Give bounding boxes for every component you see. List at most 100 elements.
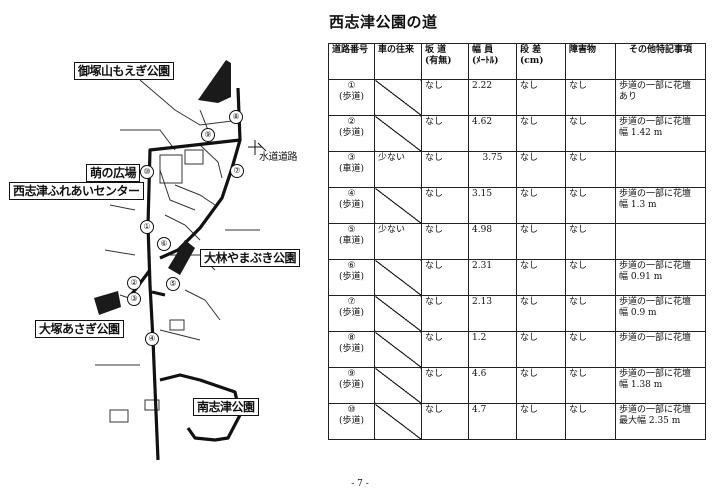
- step-cell: なし: [516, 259, 566, 296]
- map-marker-1: ①: [140, 220, 154, 234]
- obstacle-cell: なし: [565, 151, 616, 188]
- map-marker-5: ⑤: [166, 277, 180, 291]
- obstacle-cell: なし: [565, 367, 616, 404]
- slope-cell: なし: [421, 403, 469, 440]
- width-cell: 2.31: [468, 259, 517, 296]
- table-row: ⑩(歩道) なし 4.7 なし なし 歩道の一部に花壇最大幅 2.35 m: [328, 403, 706, 440]
- page-number: - 7 -: [351, 479, 369, 489]
- header-road-no: 道路番号: [328, 43, 375, 80]
- notes-cell: 歩道の一部に花壇幅 0.9 m: [615, 295, 706, 332]
- width-cell: 4.98: [468, 223, 517, 260]
- slope-cell: なし: [421, 151, 469, 188]
- traffic-cell: [374, 295, 422, 332]
- road-no-cell: ⑨(歩道): [328, 367, 375, 404]
- step-cell: なし: [516, 223, 566, 260]
- obstacle-cell: なし: [565, 259, 616, 296]
- table-row: ①(歩道) なし 2.22 なし なし 歩道の一部に花壇あり: [328, 79, 706, 116]
- traffic-cell: [374, 259, 422, 296]
- map-label-obayashi-yamabuki-park: 大林やまぶき公園: [200, 249, 301, 267]
- map-label-suido-road: 水道道路: [259, 152, 298, 163]
- road-no-cell: ⑩(歩道): [328, 403, 375, 440]
- map-label-moe-hiroba: 萌の広場: [86, 164, 141, 182]
- slope-cell: なし: [421, 223, 469, 260]
- traffic-cell: [374, 115, 422, 152]
- notes-cell: 歩道の一部に花壇幅 1.38 m: [615, 367, 706, 404]
- road-no-cell: ⑤(車道): [328, 223, 375, 260]
- header-traffic: 車の往来: [374, 43, 422, 80]
- width-cell: 3.75: [468, 151, 517, 188]
- map-marker-9: ⑨: [201, 128, 215, 142]
- notes-cell: 歩道の一部に花壇: [615, 331, 706, 368]
- obstacle-cell: なし: [565, 187, 616, 224]
- road-table: 道路番号 車の往来 坂 道(有無) 幅 員(ﾒｰﾄﾙ) 段 差(cm) 障害物 …: [328, 43, 706, 440]
- traffic-cell: 少ない: [374, 151, 422, 188]
- map-marker-2: ②: [127, 276, 141, 290]
- table-row: ④(歩道) なし 3.15 なし なし 歩道の一部に花壇幅 1.3 m: [328, 187, 706, 224]
- table-row: ⑤(車道) 少ない なし 4.98 なし なし: [328, 223, 706, 260]
- step-cell: なし: [516, 115, 566, 152]
- obstacle-cell: なし: [565, 403, 616, 440]
- traffic-cell: [374, 403, 422, 440]
- step-cell: なし: [516, 79, 566, 116]
- road-no-cell: ②(歩道): [328, 115, 375, 152]
- obstacle-cell: なし: [565, 295, 616, 332]
- page-title: 西志津公園の道: [329, 13, 438, 31]
- traffic-cell: [374, 187, 422, 224]
- slope-cell: なし: [421, 331, 469, 368]
- table-row: ②(歩道) なし 4.62 なし なし 歩道の一部に花壇幅 1.42 m: [328, 115, 706, 152]
- table-row: ⑥(歩道) なし 2.31 なし なし 歩道の一部に花壇幅 0.91 m: [328, 259, 706, 296]
- map-label-fureai-center: 西志津ふれあいセンター: [9, 182, 144, 200]
- road-no-cell: ⑦(歩道): [328, 295, 375, 332]
- obstacle-cell: なし: [565, 79, 616, 116]
- map-marker-7: ⑦: [230, 164, 244, 178]
- width-cell: 2.22: [468, 79, 517, 116]
- step-cell: なし: [516, 367, 566, 404]
- traffic-cell: [374, 79, 422, 116]
- table-header-row: 道路番号 車の往来 坂 道(有無) 幅 員(ﾒｰﾄﾙ) 段 差(cm) 障害物 …: [328, 43, 706, 80]
- width-cell: 2.13: [468, 295, 517, 332]
- traffic-cell: 少ない: [374, 223, 422, 260]
- notes-cell: 歩道の一部に花壇最大幅 2.35 m: [615, 403, 706, 440]
- map-marker-10: ⑩: [140, 165, 154, 179]
- notes-cell: 歩道の一部に花壇あり: [615, 79, 706, 116]
- step-cell: なし: [516, 187, 566, 224]
- obstacle-cell: なし: [565, 223, 616, 260]
- obstacle-cell: なし: [565, 115, 616, 152]
- step-cell: なし: [516, 151, 566, 188]
- slope-cell: なし: [421, 367, 469, 404]
- map-label-mizuka-moegi-park: 御塚山もえぎ公園: [74, 62, 174, 80]
- slope-cell: なし: [421, 79, 469, 116]
- header-slope: 坂 道(有無): [421, 43, 469, 80]
- table-row: ⑦(歩道) なし 2.13 なし なし 歩道の一部に花壇幅 0.9 m: [328, 295, 706, 332]
- road-no-cell: ⑧(歩道): [328, 331, 375, 368]
- notes-cell: 歩道の一部に花壇幅 1.3 m: [615, 187, 706, 224]
- slope-cell: なし: [421, 187, 469, 224]
- notes-cell: 歩道の一部に花壇幅 0.91 m: [615, 259, 706, 296]
- table-row: ⑨(歩道) なし 4.6 なし なし 歩道の一部に花壇幅 1.38 m: [328, 367, 706, 404]
- road-no-cell: ①(歩道): [328, 79, 375, 116]
- map-label-otsuka-asagi-park: 大塚あさぎ公園: [35, 320, 124, 338]
- header-notes: その他特記事項: [615, 43, 706, 80]
- map-marker-6: ⑥: [157, 237, 171, 251]
- map-marker-8: ⑧: [229, 110, 243, 124]
- obstacle-cell: なし: [565, 331, 616, 368]
- map-label-minami-shizu-park: 南志津公園: [193, 398, 259, 416]
- width-cell: 4.62: [468, 115, 517, 152]
- width-cell: 3.15: [468, 187, 517, 224]
- header-width: 幅 員(ﾒｰﾄﾙ): [468, 43, 517, 80]
- road-no-cell: ④(歩道): [328, 187, 375, 224]
- notes-cell: [615, 223, 706, 260]
- table-row: ③(車道) 少ない なし 3.75 なし なし: [328, 151, 706, 188]
- slope-cell: なし: [421, 115, 469, 152]
- step-cell: なし: [516, 403, 566, 440]
- slope-cell: なし: [421, 259, 469, 296]
- step-cell: なし: [516, 331, 566, 368]
- road-no-cell: ⑥(歩道): [328, 259, 375, 296]
- header-obstacle: 障害物: [565, 43, 616, 80]
- width-cell: 4.6: [468, 367, 517, 404]
- traffic-cell: [374, 331, 422, 368]
- width-cell: 4.7: [468, 403, 517, 440]
- notes-cell: [615, 151, 706, 188]
- slope-cell: なし: [421, 295, 469, 332]
- notes-cell: 歩道の一部に花壇幅 1.42 m: [615, 115, 706, 152]
